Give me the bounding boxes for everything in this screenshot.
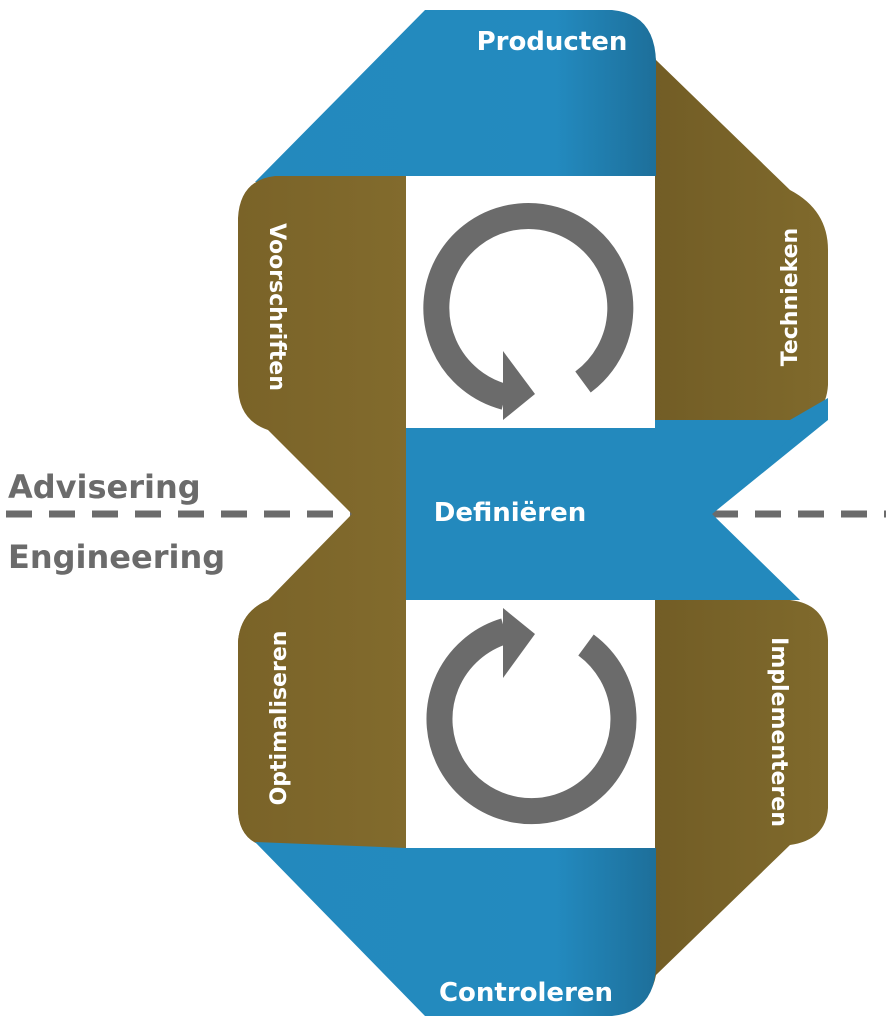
upper-cycle-arrow-icon	[423, 203, 634, 420]
label-voorschriften: Voorschriften	[264, 223, 289, 391]
label-optimaliseren: Optimaliseren	[267, 631, 292, 806]
level-label-advisering: Advisering	[8, 468, 201, 506]
band-definieren	[406, 428, 800, 600]
label-technieken: Technieken	[778, 228, 803, 366]
level-label-engineering: Engineering	[8, 538, 225, 576]
label-controleren: Controleren	[439, 978, 613, 1008]
lower-cycle-arrow-icon	[426, 608, 637, 825]
band-technieken	[615, 18, 828, 420]
band-controleren	[255, 842, 656, 1016]
band-producten	[255, 10, 656, 182]
band-optimaliseren	[238, 600, 406, 848]
label-implementeren: Implementeren	[766, 637, 791, 827]
label-producten: Producten	[477, 27, 628, 57]
label-definieren: Definiëren	[434, 498, 587, 528]
band-implementeren	[615, 600, 828, 1010]
